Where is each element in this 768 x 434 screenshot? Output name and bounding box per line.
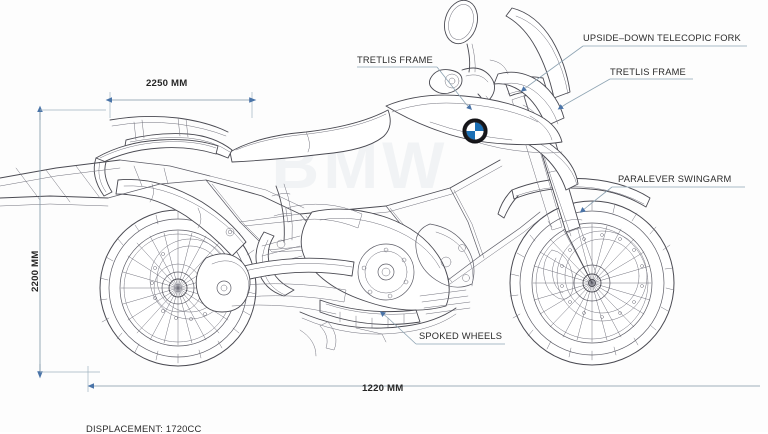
paralever-swingarm [195,183,355,315]
spec-displacement: DISPLACEMENT: 1720CC [86,423,202,434]
rearview-mirror [444,0,478,73]
dimension-label-2200mm: 2200 MM [30,250,41,292]
bmw-roundel-logo [462,118,488,144]
dimension-1220mm [87,366,760,392]
footpeg-and-stand [299,321,387,357]
dimension-2200mm [37,105,106,379]
dimension-label-1220mm: 1220 MM [362,383,404,394]
callout-label-upside-down-fork: UPSIDE–DOWN TELECOPIC FORK [583,33,741,43]
engine-block [255,203,475,335]
handlebar-controls [429,59,509,139]
rear-luggage-rack [93,115,229,197]
exhaust-muffler [115,179,247,257]
callout-label-paralever-swingarm: PARALEVER SWINGARM [618,174,732,184]
dimension-2250mm [105,92,257,118]
callout-leaders [357,45,747,345]
seat [123,109,391,163]
dimension-label-2250mm: 2250 MM [146,78,188,89]
callout-label-tretlis-frame-right: TRETLIS FRAME [610,67,686,77]
callout-label-tretlis-frame-left: TRETLIS FRAME [357,55,433,65]
callout-label-spoked-wheels: SPOKED WHEELS [419,331,503,341]
